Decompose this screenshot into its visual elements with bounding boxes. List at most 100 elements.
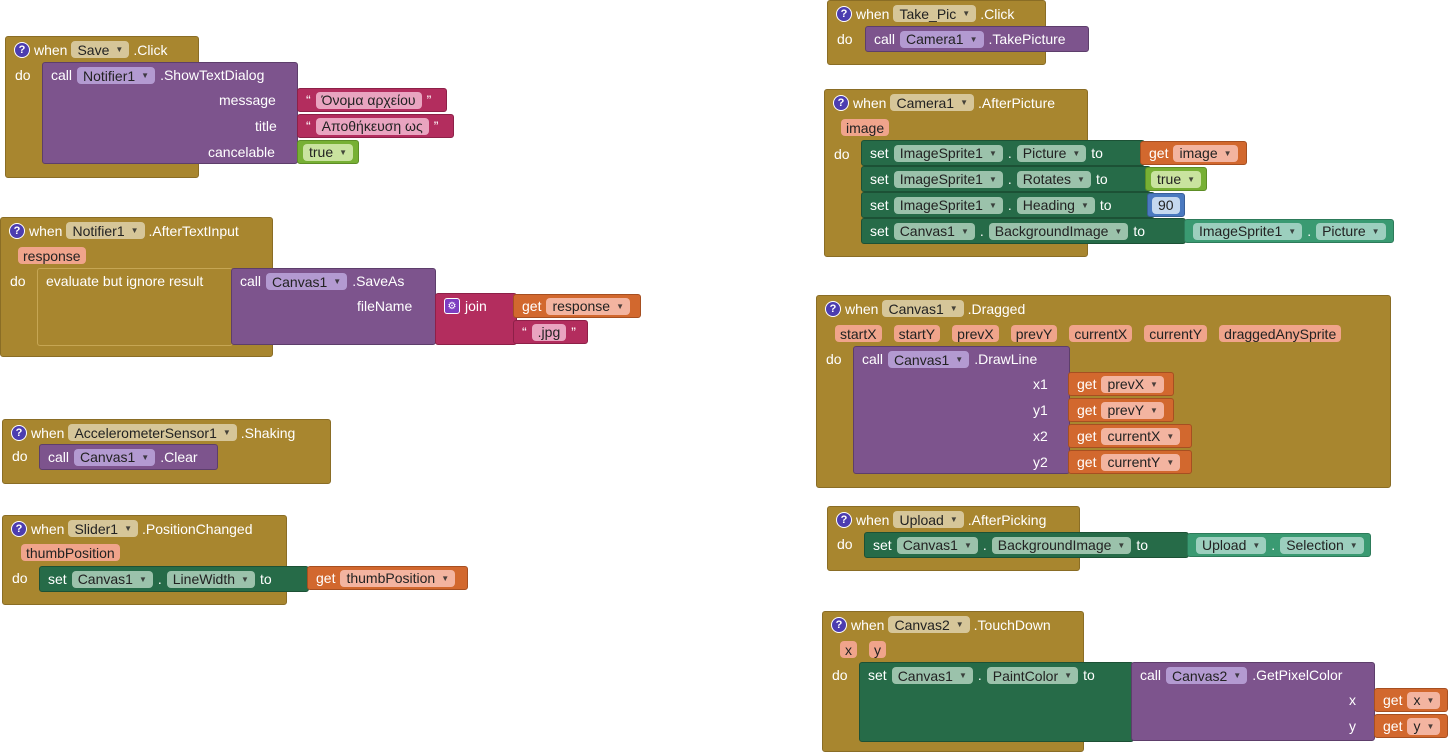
component-dropdown[interactable]: Canvas1▼	[888, 351, 970, 368]
component-dropdown[interactable]: ImageSprite1▼	[1193, 222, 1303, 240]
param-thumbposition[interactable]: thumbPosition	[21, 544, 120, 561]
component-dropdown[interactable]: Slider1▼	[68, 520, 138, 537]
gear-icon[interactable]: ⚙	[444, 298, 460, 314]
get-block-currentx[interactable]: get currentX▼	[1068, 424, 1192, 448]
param-x[interactable]: x	[840, 641, 857, 658]
set-block[interactable]: set Canvas1▼ . BackgroundImage▼ to	[864, 532, 1189, 558]
param-draggedanysprite[interactable]: draggedAnySprite	[1219, 325, 1342, 342]
component-dropdown[interactable]: Notifier1▼	[66, 222, 145, 239]
variable-dropdown[interactable]: prevX▼	[1101, 375, 1164, 393]
help-icon[interactable]: ?	[833, 94, 849, 111]
component-dropdown[interactable]: ImageSprite1▼	[893, 196, 1003, 214]
component-dropdown[interactable]: Camera1▼	[890, 94, 974, 111]
get-block-response[interactable]: get response▼	[513, 294, 641, 318]
param-prevy[interactable]: prevY	[1010, 325, 1058, 342]
text-value[interactable]: .jpg	[531, 323, 567, 341]
property-dropdown[interactable]: LineWidth▼	[166, 570, 255, 588]
get-block-x[interactable]: get x▼	[1374, 688, 1448, 712]
param-prevx[interactable]: prevX	[952, 325, 999, 342]
call-block[interactable]: call Canvas1▼ .SaveAs	[231, 268, 436, 345]
help-icon[interactable]: ?	[836, 511, 852, 528]
help-icon[interactable]: ?	[14, 41, 30, 58]
property-dropdown[interactable]: Rotates▼	[1016, 170, 1091, 188]
variable-dropdown[interactable]: y▼	[1407, 717, 1441, 735]
boolean-block[interactable]: true▼	[1145, 167, 1207, 191]
component-dropdown[interactable]: Canvas1▼	[266, 273, 348, 290]
component-dropdown[interactable]: Canvas1▼	[891, 667, 973, 684]
call-block[interactable]: call Canvas2▼ .GetPixelColor	[1131, 662, 1375, 741]
component-dropdown[interactable]: Canvas1▼	[893, 222, 975, 240]
component-dropdown[interactable]: Upload▼	[893, 511, 964, 528]
text-block-message[interactable]: “ Όνομα αρχείου ”	[297, 88, 447, 112]
property-dropdown[interactable]: Selection▼	[1280, 536, 1364, 554]
variable-dropdown[interactable]: currentY▼	[1101, 453, 1181, 471]
component-dropdown[interactable]: Notifier1▼	[77, 67, 156, 84]
component-getter-block[interactable]: ImageSprite1▼ . Picture▼	[1184, 219, 1394, 243]
help-icon[interactable]: ?	[836, 5, 852, 22]
param-currenty[interactable]: currentY	[1144, 325, 1208, 342]
boolean-dropdown[interactable]: true▼	[303, 143, 354, 161]
text-value[interactable]: Αποθήκευση ως	[315, 117, 429, 135]
text-block-title[interactable]: “ Αποθήκευση ως ”	[297, 114, 454, 138]
get-block-prevy[interactable]: get prevY▼	[1068, 398, 1174, 422]
component-dropdown[interactable]: ImageSprite1▼	[893, 170, 1003, 188]
component-dropdown[interactable]: Canvas2▼	[1166, 667, 1248, 684]
variable-dropdown[interactable]: prevY▼	[1101, 401, 1164, 419]
variable-dropdown[interactable]: thumbPosition▼	[340, 569, 456, 587]
evaluate-block[interactable]: evaluate but ignore result	[37, 268, 233, 346]
param-currentx[interactable]: currentX	[1069, 325, 1133, 342]
component-dropdown[interactable]: Canvas1▼	[74, 448, 156, 466]
set-block[interactable]: set Canvas1▼ . PaintColor▼ to	[859, 662, 1134, 742]
set-block[interactable]: set Canvas1▼ . LineWidth▼ to	[39, 566, 309, 592]
property-dropdown[interactable]: BackgroundImage▼	[991, 536, 1132, 554]
component-dropdown[interactable]: Canvas1▼	[896, 536, 978, 554]
boolean-dropdown[interactable]: true▼	[1151, 170, 1202, 188]
set-block[interactable]: set ImageSprite1▼ . Picture▼ to	[861, 140, 1145, 166]
set-block[interactable]: set Canvas1▼ . BackgroundImage▼ to	[861, 218, 1186, 244]
number-value[interactable]: 90	[1152, 196, 1180, 214]
param-starty[interactable]: startY	[893, 325, 941, 342]
variable-dropdown[interactable]: currentX▼	[1101, 427, 1181, 445]
param-y[interactable]: y	[869, 641, 886, 658]
component-dropdown[interactable]: Canvas1▼	[71, 570, 153, 588]
component-dropdown[interactable]: ImageSprite1▼	[893, 144, 1003, 162]
component-dropdown[interactable]: Save▼	[71, 41, 130, 58]
help-icon[interactable]: ?	[831, 616, 847, 633]
text-block-ext[interactable]: “ .jpg ”	[513, 320, 588, 344]
call-block[interactable]: call Camera1▼ .TakePicture	[865, 26, 1089, 52]
get-block-image[interactable]: get image▼	[1140, 141, 1247, 165]
property-dropdown[interactable]: BackgroundImage▼	[988, 222, 1129, 240]
set-block[interactable]: set ImageSprite1▼ . Rotates▼ to	[861, 166, 1151, 192]
component-dropdown[interactable]: Take_Pic▼	[893, 5, 977, 22]
param-image[interactable]: image	[841, 119, 890, 136]
call-block[interactable]: call Canvas1▼ .Clear	[39, 444, 218, 470]
property-dropdown[interactable]: PaintColor▼	[986, 667, 1079, 684]
variable-dropdown[interactable]: response▼	[546, 297, 630, 315]
property-dropdown[interactable]: Picture▼	[1016, 144, 1087, 162]
component-dropdown[interactable]: AccelerometerSensor1▼	[68, 424, 237, 441]
component-dropdown[interactable]: Canvas2▼	[888, 616, 970, 633]
join-block[interactable]: ⚙ join	[435, 293, 517, 345]
param-response[interactable]: response	[18, 247, 86, 264]
component-dropdown[interactable]: Upload▼	[1196, 536, 1267, 554]
text-value[interactable]: Όνομα αρχείου	[315, 91, 422, 109]
component-dropdown[interactable]: Camera1▼	[900, 30, 984, 48]
property-dropdown[interactable]: Heading▼	[1016, 196, 1095, 214]
set-block[interactable]: set ImageSprite1▼ . Heading▼ to	[861, 192, 1155, 218]
boolean-block[interactable]: true▼	[297, 140, 359, 164]
get-block-thumbposition[interactable]: get thumbPosition▼	[307, 566, 468, 590]
get-block-prevx[interactable]: get prevX▼	[1068, 372, 1174, 396]
help-icon[interactable]: ?	[9, 222, 25, 239]
get-block-currenty[interactable]: get currentY▼	[1068, 450, 1192, 474]
help-icon[interactable]: ?	[11, 520, 27, 537]
help-icon[interactable]: ?	[11, 424, 27, 441]
component-getter-block[interactable]: Upload▼ . Selection▼	[1187, 533, 1371, 557]
property-dropdown[interactable]: Picture▼	[1316, 222, 1386, 240]
variable-dropdown[interactable]: image▼	[1173, 144, 1238, 162]
number-block[interactable]: 90	[1147, 193, 1185, 217]
help-icon[interactable]: ?	[825, 300, 841, 317]
get-block-y[interactable]: get y▼	[1374, 714, 1448, 738]
component-dropdown[interactable]: Canvas1▼	[882, 300, 964, 317]
call-block[interactable]: call Notifier1▼ .ShowTextDialog	[42, 62, 298, 164]
call-block[interactable]: call Canvas1▼ .DrawLine	[853, 346, 1070, 474]
